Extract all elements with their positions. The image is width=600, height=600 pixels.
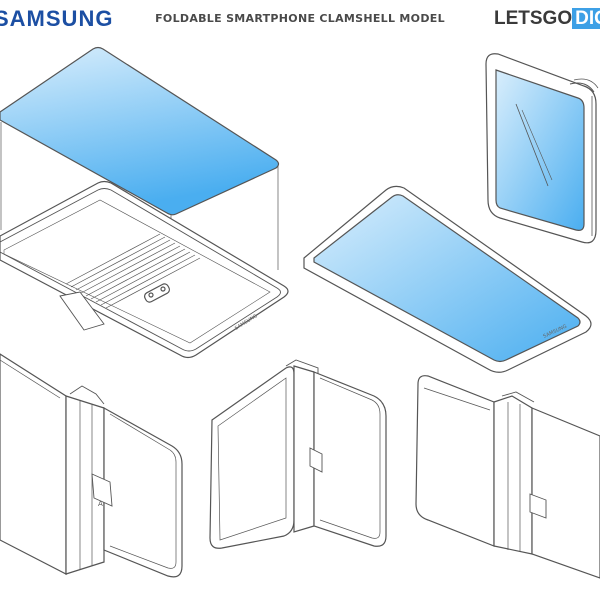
open-phone-right-figure bbox=[415, 375, 600, 579]
watermark-text-digital: DIGITAL bbox=[572, 8, 600, 29]
exploded-view-figure: SAMSUNG bbox=[0, 46, 289, 359]
hinge-label-a: A bbox=[98, 500, 103, 508]
letsgodigital-watermark: LETSGODIGITAL bbox=[494, 8, 600, 30]
hinge-ribs bbox=[65, 233, 201, 309]
half-folded-figure bbox=[209, 359, 387, 549]
open-phone-left-figure: A bbox=[0, 353, 183, 578]
flat-phone-screen bbox=[313, 194, 581, 363]
camera-module bbox=[143, 283, 171, 303]
folded-phone-figure bbox=[485, 53, 599, 244]
samsung-logo: SAMSUNG bbox=[0, 6, 114, 31]
watermark-text-letsgo: LETSGO bbox=[494, 8, 573, 29]
flat-phone-figure: SAMSUNG bbox=[303, 185, 592, 373]
floating-screen bbox=[0, 46, 280, 216]
unfolded-phone-frame bbox=[0, 180, 289, 359]
